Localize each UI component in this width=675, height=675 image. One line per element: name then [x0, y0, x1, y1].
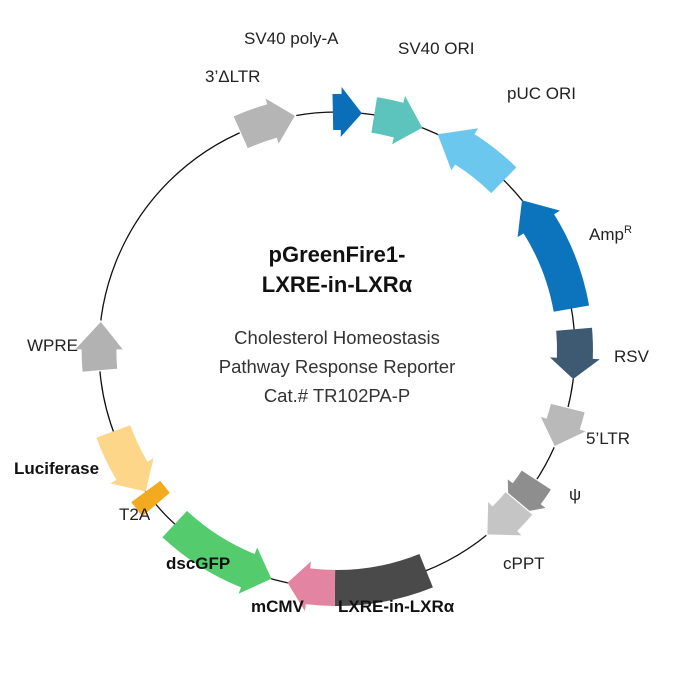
feature-rsv [549, 327, 600, 379]
feature-t2a [131, 480, 170, 517]
feature-mcmv [287, 561, 336, 611]
feature-5ltr [538, 402, 589, 448]
feature-3dltr [232, 95, 297, 150]
description-line2: Pathway Response Reporter [219, 356, 456, 377]
feature-sv40-polya [332, 87, 362, 137]
feature-amp [517, 200, 590, 312]
label-dscgfp: dscGFP [166, 554, 230, 573]
label-sv40-polya: SV40 poly-A [244, 29, 339, 48]
label-psi: ψ [569, 485, 581, 504]
feature-puc-ori [437, 128, 517, 194]
label-cppt: cPPT [503, 554, 545, 573]
label-t2a: T2A [119, 505, 151, 524]
label-puc-ori: pUC ORI [507, 84, 576, 103]
label-5ltr: 5’LTR [586, 429, 630, 448]
plasmid-name-line1: pGreenFire1- [269, 242, 406, 267]
catalog-number: Cat.# TR102PA-P [264, 385, 410, 406]
label-amp-text: Amp [589, 225, 624, 244]
feature-sv40-ori [371, 96, 423, 145]
label-mcmv: mCMV [251, 597, 305, 616]
feature-wpre [72, 320, 126, 373]
label-lxre: LXRE-in-LXRα [338, 597, 455, 616]
label-3dltr: 3’ΔLTR [205, 67, 260, 86]
feature-lxre [334, 554, 433, 607]
description-line1: Cholesterol Homeostasis [234, 327, 440, 348]
feature-dscgfp [162, 510, 272, 594]
label-amp-sup: R [624, 224, 632, 236]
label-sv40-ori: SV40 ORI [398, 39, 475, 58]
label-rsv: RSV [614, 347, 650, 366]
label-luciferase: Luciferase [14, 459, 99, 478]
label-wpre: WPRE [27, 336, 78, 355]
feature-cppt [486, 490, 534, 537]
label-amp: AmpR [589, 224, 632, 244]
plasmid-name-line2: LXRE-in-LXRα [262, 272, 413, 297]
feature-luciferase [96, 425, 154, 492]
